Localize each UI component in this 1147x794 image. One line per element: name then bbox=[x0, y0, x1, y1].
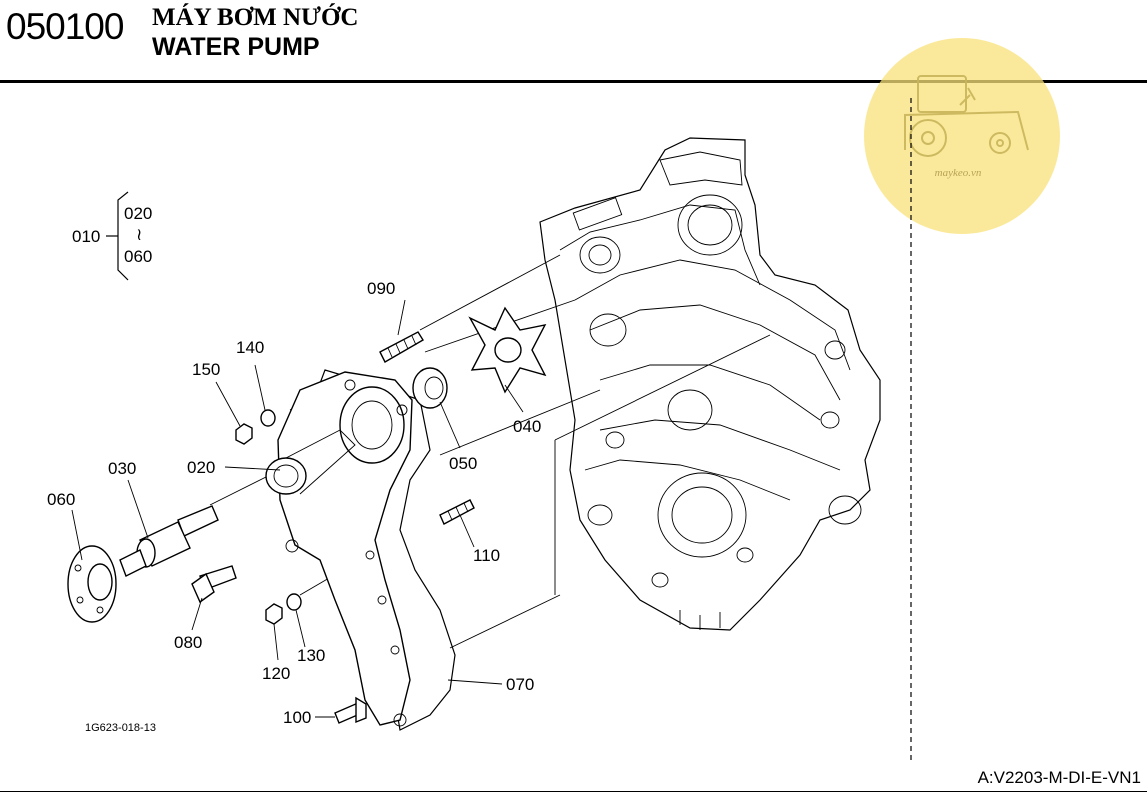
label-part-140: 140 bbox=[236, 338, 264, 357]
title-vietnamese: MÁY BƠM NƯỚC bbox=[152, 4, 359, 31]
assembly-bracket bbox=[106, 191, 129, 281]
label-part-120: 120 bbox=[262, 664, 290, 683]
label-part-110: 110 bbox=[473, 546, 500, 565]
washer-130 bbox=[286, 593, 302, 611]
label-part-100: 100 bbox=[283, 708, 311, 727]
section-code: 050100 bbox=[6, 6, 124, 47]
title-english: WATER PUMP bbox=[152, 33, 320, 61]
header-rule bbox=[0, 80, 1147, 83]
label-part-070: 070 bbox=[506, 675, 534, 694]
label-part-060: 060 bbox=[47, 490, 75, 509]
reference-code: A:V2203-M-DI-E-VN1 bbox=[977, 768, 1141, 787]
label-part-030: 030 bbox=[108, 459, 136, 478]
drawing-id: 1G623-018-13 bbox=[85, 722, 156, 734]
label-part-090: 090 bbox=[367, 279, 395, 298]
flange-060 bbox=[67, 545, 117, 623]
watermark-text: maykeo.vn bbox=[935, 167, 982, 179]
stud-090 bbox=[379, 331, 424, 363]
label-part-020: 020 bbox=[187, 458, 215, 477]
label-part-150: 150 bbox=[192, 360, 220, 379]
bolt-080 bbox=[191, 565, 237, 604]
nut-120 bbox=[265, 603, 283, 625]
label-part-050: 050 bbox=[449, 454, 477, 473]
tractor-watermark-icon: maykeo.vn bbox=[864, 38, 1060, 234]
impeller-040 bbox=[468, 306, 547, 394]
nut-150 bbox=[235, 423, 253, 445]
gear-case-housing bbox=[539, 137, 881, 631]
label-assembly-to: 060 bbox=[124, 247, 152, 266]
pump-body-020 bbox=[265, 371, 413, 727]
bolt-100 bbox=[334, 696, 367, 724]
seal-050 bbox=[412, 367, 448, 409]
label-part-130: 130 bbox=[297, 646, 325, 665]
label-assembly-from: 020 bbox=[124, 204, 152, 223]
washer-140 bbox=[260, 409, 276, 427]
stud-110 bbox=[439, 499, 475, 525]
range-symbol: ≀ bbox=[136, 225, 142, 244]
footer-rule bbox=[0, 791, 1147, 792]
label-010: 010 bbox=[72, 227, 100, 246]
bearing-shaft-030 bbox=[119, 505, 219, 577]
leader-lines bbox=[71, 299, 524, 718]
label-part-040: 040 bbox=[513, 417, 541, 436]
label-part-080: 080 bbox=[174, 633, 202, 652]
